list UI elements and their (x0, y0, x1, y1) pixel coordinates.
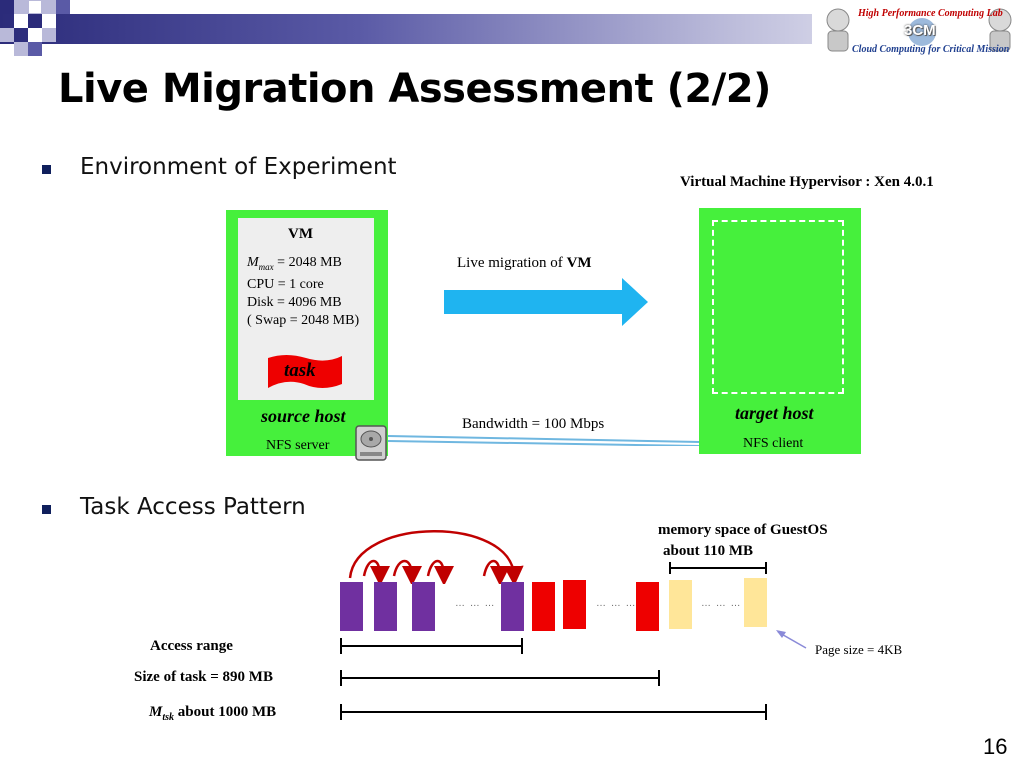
memory-space-label: memory space of GuestOS (658, 522, 828, 538)
bullet-marker (42, 165, 51, 174)
source-host-label: source host (261, 406, 346, 426)
hypervisor-label: Virtual Machine Hypervisor : Xen 4.0.1 (680, 174, 934, 190)
header-deco-square (28, 28, 42, 42)
ellipsis: … … … (455, 598, 496, 609)
mtsk-label: Mtsk about 1000 MB (149, 704, 277, 723)
header-deco-square (42, 14, 56, 28)
memory-page (501, 582, 524, 631)
page-number: 16 (983, 734, 1008, 759)
header-deco-square (56, 0, 70, 14)
header-deco-square (28, 14, 42, 28)
header-deco-square (42, 28, 56, 42)
robot-figure-icon (826, 8, 1012, 52)
disk-drive-icon (355, 425, 387, 461)
network-link (388, 435, 700, 446)
task-label: task (284, 360, 316, 381)
bullet-task-access: Task Access Pattern (80, 494, 306, 520)
vm-disk: Disk = 4096 MB (247, 294, 342, 310)
vm-swap: ( Swap = 2048 MB) (247, 312, 360, 328)
logo-line-3: Cloud Computing for Critical Mission (852, 44, 1010, 55)
memory-page (412, 582, 435, 631)
memory-page (340, 582, 363, 631)
lab-logo: High Performance Computing Lab 3CM Cloud… (812, 2, 1022, 60)
memory-page (669, 580, 692, 629)
page-size-label: Page size = 4KB (815, 642, 903, 657)
access-range-label: Access range (150, 638, 233, 654)
task-banner-shape (268, 355, 342, 388)
ellipsis: … … … (596, 598, 637, 609)
memory-page (532, 582, 555, 631)
slide-title: Live Migration Assessment (2/2) (58, 66, 771, 112)
bandwidth-label: Bandwidth = 100 Mbps (462, 416, 605, 432)
task-size-label: Size of task = 890 MB (134, 669, 273, 685)
memory-page (744, 578, 767, 627)
bullet-environment: Environment of Experiment (80, 154, 397, 180)
bullet-marker (42, 505, 51, 514)
ellipsis: … … … (701, 598, 742, 609)
vm-specs: Mmax = 2048 MB CPU = 1 core Disk = 4096 … (247, 254, 359, 330)
vm-label: VM (288, 226, 313, 242)
vm-mmax: Mmax = 2048 MB (247, 255, 342, 272)
access-arcs (348, 530, 524, 584)
header-deco-square (28, 42, 42, 56)
header-deco-square (42, 0, 56, 14)
header-deco-square (28, 0, 42, 14)
target-host-label: target host (735, 403, 814, 423)
target-vm-slot (712, 220, 844, 394)
range-lines (340, 562, 807, 720)
memory-page (636, 582, 659, 631)
target-host-box (699, 208, 861, 454)
migration-label: Live migration of VM (457, 255, 592, 271)
target-role-label: NFS client (743, 436, 804, 451)
logo-line-1: High Performance Computing Lab (858, 8, 1003, 19)
header-deco-square (14, 14, 28, 28)
source-role-label: NFS server (266, 438, 330, 453)
vm-cpu: CPU = 1 core (247, 276, 324, 292)
header-deco-square (0, 28, 14, 42)
memory-size-label: about 110 MB (663, 543, 754, 559)
header-deco-square (14, 0, 28, 14)
migration-arrow-icon (444, 278, 648, 326)
header-deco-square (14, 42, 28, 56)
memory-page (374, 582, 397, 631)
header-deco-square (0, 0, 14, 14)
logo-line-2: 3CM (904, 22, 936, 39)
memory-page (563, 580, 586, 629)
